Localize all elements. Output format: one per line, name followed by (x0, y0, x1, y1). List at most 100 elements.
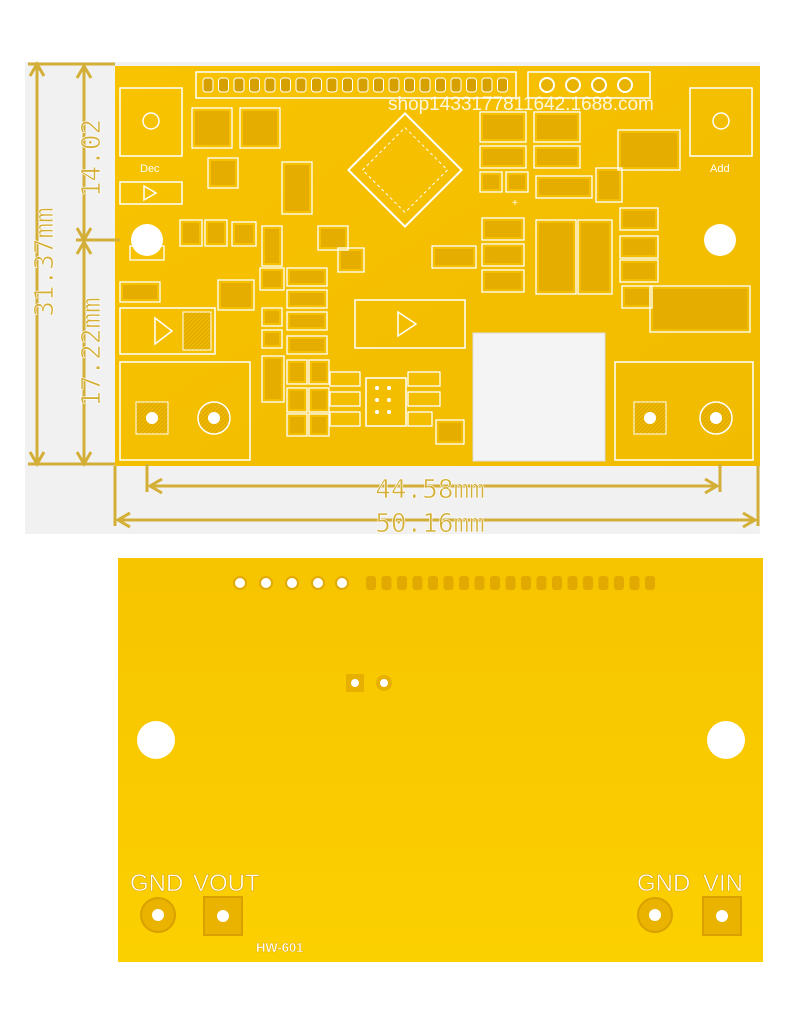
header-pad (233, 77, 245, 93)
smd-pad (341, 251, 361, 269)
header-pad (326, 77, 338, 93)
smd-outline (595, 167, 623, 203)
header-pad (342, 77, 353, 93)
smd-pad (290, 417, 304, 433)
smd-pad (539, 223, 573, 291)
header-pad (435, 77, 446, 93)
smd-pad (321, 229, 345, 247)
smd-outline (621, 285, 653, 309)
center-pads (346, 674, 392, 692)
smd-pad (265, 311, 279, 323)
mcu-qfp-footprint (347, 112, 463, 228)
smd-outline (329, 411, 361, 427)
dim-vertical-lower: 17.22mm (77, 297, 107, 407)
smd-outline (407, 391, 441, 407)
bottom-header-pad (521, 576, 531, 590)
smd-outline (407, 371, 441, 387)
diode-left (119, 181, 183, 205)
smd-outline (431, 245, 477, 269)
smd-outline (261, 329, 283, 349)
label-vout: VOUT (193, 870, 260, 897)
bottom-header-pad (505, 576, 516, 590)
smd-outline (649, 285, 751, 333)
inductor-module (472, 332, 606, 462)
smd-outline (261, 307, 283, 327)
bottom-hole-left (137, 721, 175, 759)
smd-pad (539, 179, 589, 195)
bottom-header-pad (397, 576, 407, 590)
dimension-lines (28, 61, 760, 529)
label-gnd-left: GND (130, 870, 183, 897)
smd-outline (435, 419, 465, 445)
header-pad (264, 77, 276, 93)
smd-outline (479, 111, 527, 143)
smd-outline (329, 371, 361, 387)
plus-mark: + (512, 198, 518, 209)
smd-outline (308, 413, 330, 437)
smd-outline (261, 225, 283, 267)
smd-pad (439, 423, 461, 441)
smd-pad (485, 221, 521, 237)
bottom-header-pad (428, 576, 438, 590)
bottom-header-pad (366, 576, 376, 590)
bottom-header-pad (645, 576, 655, 590)
smd-pad (290, 363, 304, 381)
smd-outline (217, 279, 255, 311)
smd-outline (308, 387, 330, 413)
smd-pad (509, 175, 525, 189)
smd-outline (191, 107, 233, 149)
header-pad (218, 77, 229, 93)
watermark-text: shop1433177811642.1688.com (388, 94, 654, 115)
smd-outline (619, 235, 659, 259)
smd-pad (265, 229, 279, 263)
smd-outline (533, 111, 581, 143)
smd-outline (535, 219, 577, 295)
smd-outline (286, 387, 308, 413)
bottom-header-pads (366, 576, 655, 590)
header-pad (373, 77, 384, 93)
smd-pad (485, 273, 521, 289)
pad-gnd-out (140, 897, 176, 933)
smd-outline (204, 219, 228, 247)
smd-pad (243, 111, 277, 145)
smd-outline (481, 269, 525, 293)
dimension-labels: 31.37mm 14.02 17.22mm 44.58mm 50.16mm (30, 119, 485, 540)
smd-pad (623, 239, 655, 255)
pad-gnd-in (637, 897, 673, 933)
header-pad (311, 77, 322, 93)
smd-pad (290, 293, 324, 305)
smd-pad (485, 247, 521, 263)
terminal-block-output (119, 361, 251, 461)
smd-pad (537, 115, 577, 139)
smd-outline (286, 311, 328, 331)
bottom-header-pad (567, 576, 578, 590)
smd-outline (231, 221, 257, 247)
bottom-header-pad (474, 576, 485, 590)
smd-pad (625, 289, 649, 305)
smd-outline (619, 259, 659, 283)
smd-outline (481, 243, 525, 267)
header-pad (466, 77, 477, 93)
top-board-diagram: Dec Add (25, 61, 760, 540)
bottom-header-pad (614, 576, 624, 590)
bottom-header-pad (552, 576, 562, 590)
smd-pad (599, 171, 619, 199)
smd-pad (290, 315, 324, 327)
smd-outline (317, 225, 349, 251)
smd-outline (286, 335, 328, 355)
smd-outline (577, 219, 613, 295)
smd-pad (183, 223, 199, 243)
dec-button-footprint: Dec (119, 87, 183, 175)
smd-outline (533, 145, 581, 169)
sot-chip (365, 377, 407, 427)
smd-pad (211, 161, 235, 185)
smd-pad (312, 363, 326, 381)
add-label: Add (710, 163, 730, 175)
smd-outline (281, 161, 313, 215)
dim-horizontal-inner: 44.58mm (375, 475, 485, 505)
smd-pad (483, 115, 523, 139)
header-pad (249, 77, 260, 93)
diode-large-left (119, 307, 216, 355)
smd-outline (337, 247, 365, 273)
smd-outline (308, 359, 330, 385)
